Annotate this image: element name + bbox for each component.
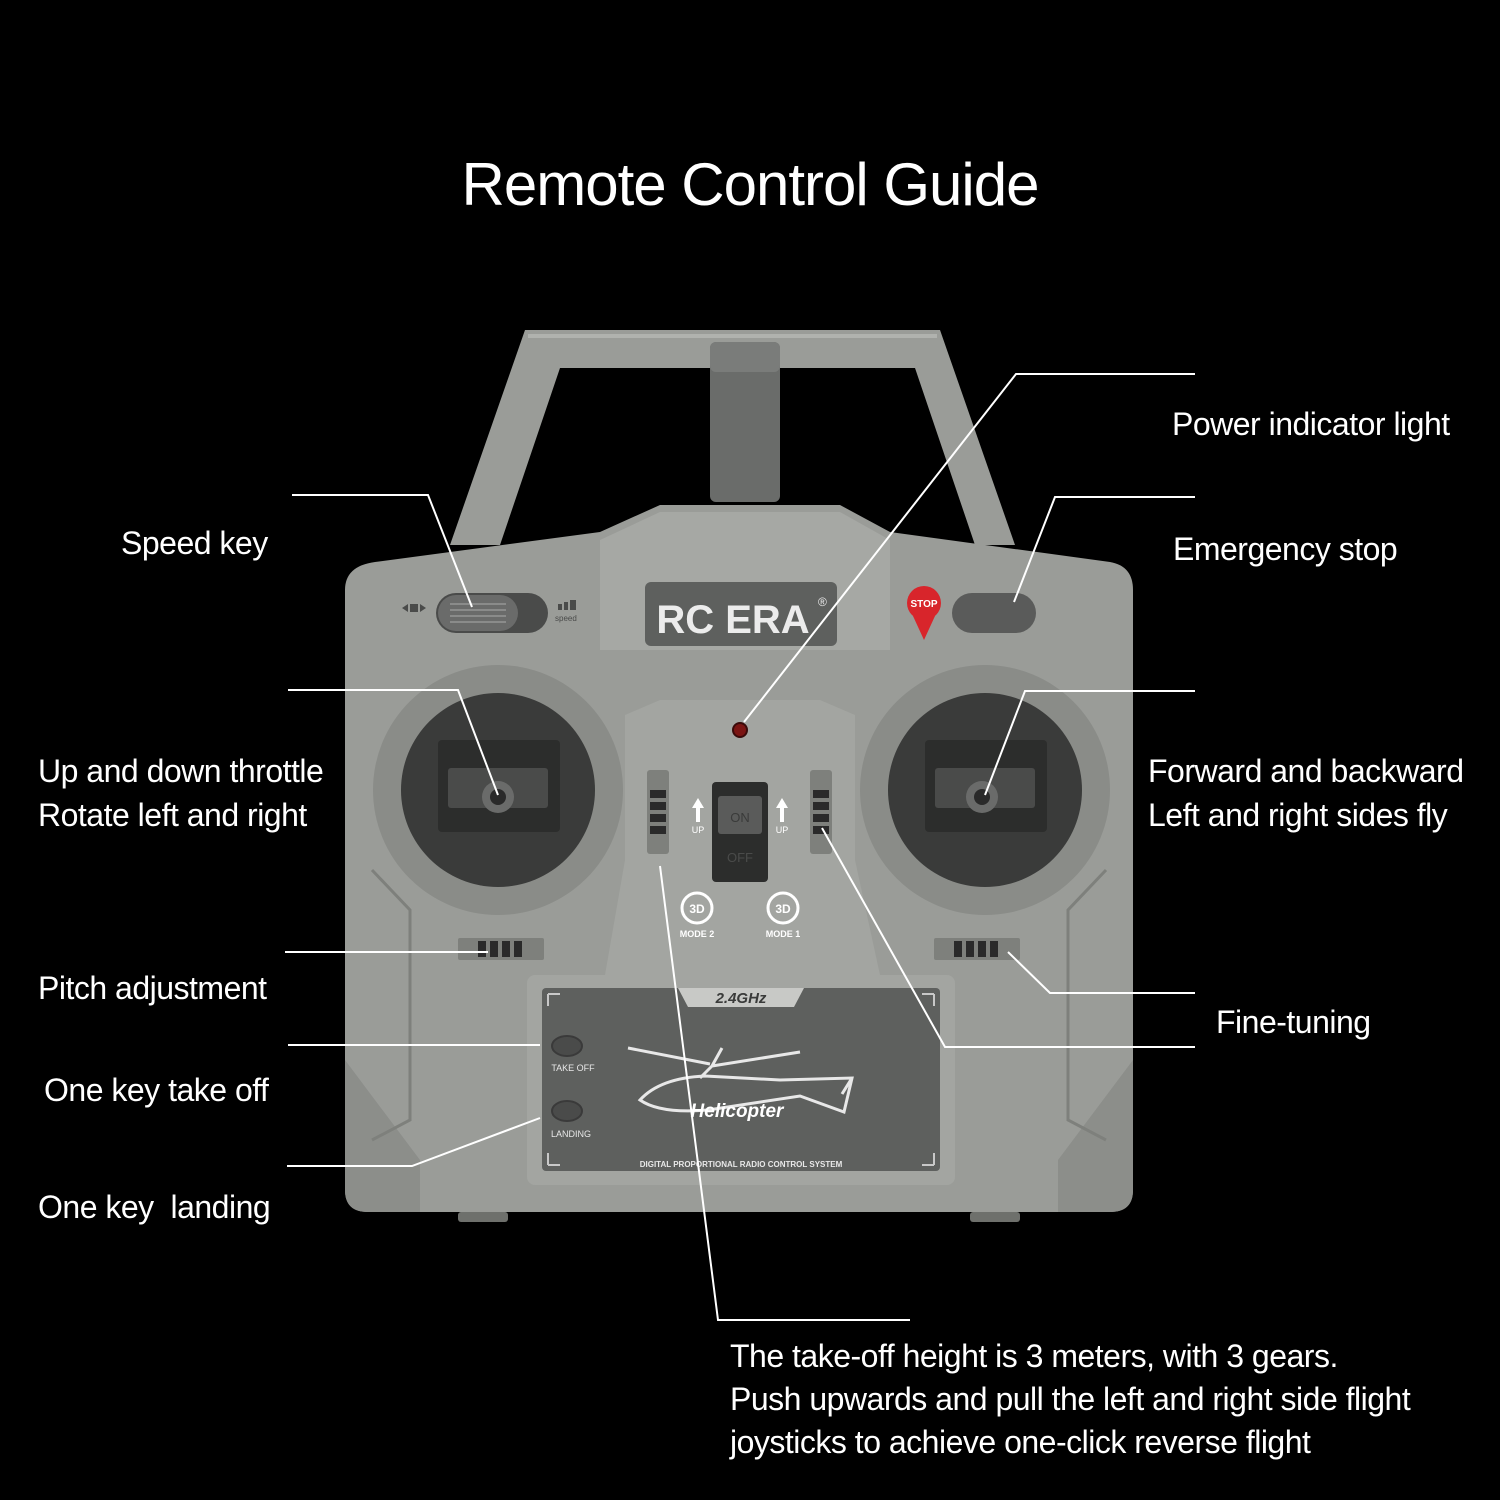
bottom-panel — [527, 975, 955, 1185]
power-indicator-light — [732, 722, 748, 738]
landing-line — [287, 1117, 541, 1167]
reverse-flight-line1: The take-off height is 3 meters, with 3 … — [730, 1338, 1338, 1374]
left-joystick[interactable] — [482, 781, 514, 813]
throttle-label-line1: Up and down throttle — [38, 753, 324, 789]
right-center-trim[interactable] — [810, 770, 832, 854]
helicopter-icon — [627, 1046, 854, 1114]
antenna — [710, 342, 780, 502]
brand-name: RC ERA — [656, 598, 809, 642]
forward-label-line1: Forward and backward — [1148, 753, 1464, 789]
band-tag: 2.4GHz — [678, 988, 804, 1007]
speed-key[interactable] — [436, 593, 548, 633]
right-joystick[interactable] — [966, 781, 998, 813]
brand-trademark: ® — [818, 595, 827, 609]
up-arrow-left-icon — [692, 798, 704, 822]
system-label: DIGITAL PROPORTIONAL RADIO CONTROL SYSTE… — [640, 1160, 843, 1169]
fine-tuning-trim[interactable] — [934, 938, 1020, 960]
landing-button-label: LANDING — [551, 1129, 591, 1139]
throttle-label-line2: Rotate left and right — [38, 797, 307, 833]
mode-1-button[interactable]: 3D — [766, 891, 800, 925]
stop-icon: STOP — [907, 586, 941, 640]
power-light-label: Power indicator light — [1172, 406, 1450, 442]
left-center-trim[interactable] — [647, 770, 669, 854]
landing-label: One key landing — [38, 1189, 271, 1225]
band-label: 2.4GHz — [715, 990, 767, 1007]
take-off-label: One key take off — [44, 1072, 269, 1108]
reverse-flight-line3: joysticks to achieve one-click reverse f… — [730, 1424, 1311, 1460]
mode2-badge: 3D — [689, 902, 705, 916]
switch-off-label: OFF — [727, 850, 753, 865]
power-light-line — [743, 373, 1195, 723]
callout-lines — [285, 373, 1195, 1321]
carry-handle — [450, 330, 1015, 545]
emergency-stop-line — [1013, 496, 1195, 603]
up-arrow-right-icon — [776, 798, 788, 822]
take-off-button[interactable] — [551, 1035, 583, 1057]
forward-line — [984, 690, 1195, 796]
brand-plate: RC ERA ® — [645, 582, 837, 646]
throttle-line — [288, 689, 499, 796]
fine-tuning-line — [1007, 951, 1195, 994]
landing-button[interactable] — [551, 1100, 583, 1122]
up-label-left: UP — [692, 825, 705, 835]
forward-label-line2: Left and right sides fly — [1148, 797, 1448, 833]
center-trim-line — [821, 827, 1195, 1048]
emergency-stop-button[interactable] — [952, 593, 1036, 633]
power-switch[interactable] — [712, 782, 768, 882]
mode-2-button[interactable]: 3D — [680, 891, 714, 925]
up-label-right: UP — [776, 825, 789, 835]
emergency-stop-label: Emergency stop — [1173, 531, 1398, 567]
mode1-label: MODE 1 — [766, 929, 801, 939]
speed-key-label: Speed key — [121, 525, 268, 561]
fine-tuning-label: Fine-tuning — [1216, 1004, 1371, 1040]
speed-high-icon — [558, 600, 576, 610]
product-label: Helicopter — [691, 1101, 786, 1122]
pitch-trim[interactable] — [458, 938, 544, 960]
stop-badge-label: STOP — [910, 599, 937, 610]
speed-key-line — [292, 494, 473, 608]
switch-on-label: ON — [730, 810, 750, 825]
mode1-badge: 3D — [775, 902, 791, 916]
speed-side-label: speed — [555, 614, 577, 623]
page-title: Remote Control Guide — [461, 151, 1040, 218]
reverse-flight-line2: Push upwards and pull the left and right… — [730, 1381, 1411, 1417]
mode2-label: MODE 2 — [680, 929, 715, 939]
reverse-flight-line — [659, 865, 910, 1321]
speed-low-icon — [402, 604, 426, 612]
pitch-label: Pitch adjustment — [38, 970, 267, 1006]
take-off-button-label: TAKE OFF — [551, 1063, 595, 1073]
